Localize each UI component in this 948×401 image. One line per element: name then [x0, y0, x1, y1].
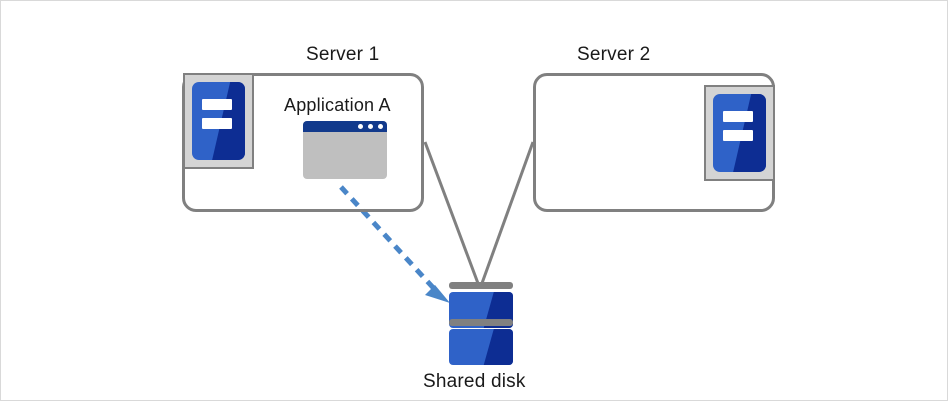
server-icon-bar-bottom	[201, 117, 233, 129]
application-window-icon[interactable]	[303, 121, 387, 179]
app-window-dot-2	[368, 124, 373, 129]
server2-server-icon	[704, 85, 775, 181]
disk-cap-bottom	[449, 319, 513, 326]
connector-application-to-disk	[339, 185, 450, 303]
server-icon-bar-bottom	[722, 129, 754, 141]
disk-cap-top	[449, 282, 513, 289]
shared-disk-label: Shared disk	[423, 371, 526, 392]
server-icon-bar-top	[722, 111, 754, 123]
server2-label: Server 2	[577, 44, 651, 65]
disk-shading	[483, 329, 513, 365]
connector-server2-to-disk	[479, 141, 535, 287]
app-window-dot-3	[378, 124, 383, 129]
server-icon-bar-top	[201, 99, 233, 111]
server1-server-icon	[183, 73, 254, 169]
app-window-dot-1	[358, 124, 363, 129]
application-label: Application A	[284, 95, 391, 115]
disk-unit-bottom[interactable]	[449, 319, 513, 365]
disk-body-bottom	[449, 329, 513, 365]
app-window-titlebar	[303, 121, 387, 132]
server1-label: Server 1	[306, 44, 380, 65]
connector-server1-to-disk	[423, 141, 481, 287]
